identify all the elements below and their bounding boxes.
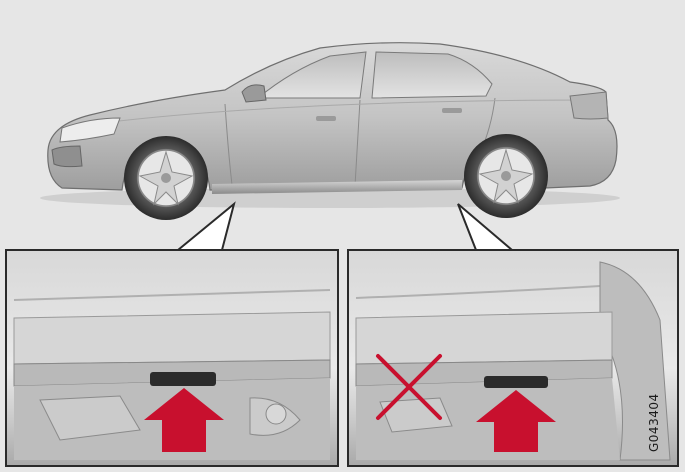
car-shoulder-line [109,99,601,123]
car-tail-light [569,91,609,120]
left-panel-sill [13,311,331,365]
car-side-view [40,42,620,220]
car-grille [51,145,83,168]
figure-code: G043404 [647,393,661,452]
left-jack-point [150,372,216,386]
up-arrow-icon [144,388,224,452]
right-detail-panel [347,249,679,467]
car-headlight [59,117,121,143]
right-jack-point [484,376,548,388]
car-mirror [241,84,267,103]
up-arrow-icon [476,390,556,452]
car-windows [256,51,493,99]
left-callout-pointer [177,201,236,251]
rear-door-handle [442,108,462,113]
front-wheel [124,136,208,220]
left-panel-bolt [265,403,287,425]
right-panel-body-edge [355,285,601,299]
left-panel-body-edge [13,289,331,301]
car-sill [212,180,462,194]
right-callout-pointer [457,203,513,251]
cross-icon [376,354,442,420]
left-panel-floor-detail [39,395,301,441]
right-panel-sill [355,311,613,365]
left-detail-panel [5,249,339,467]
rear-wheel [464,134,548,218]
front-door-handle [316,116,336,121]
